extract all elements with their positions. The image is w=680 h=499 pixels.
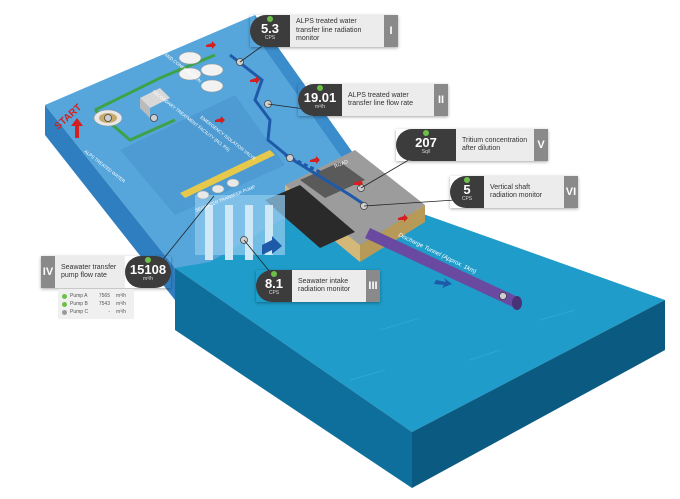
yellow-header xyxy=(180,150,275,198)
callout-unit: m³/h xyxy=(143,275,153,282)
pump-value: - xyxy=(108,309,110,315)
callout-value: 19.01 xyxy=(303,89,337,105)
pump-unit: m³/h xyxy=(116,301,126,307)
callout-value: 5 xyxy=(463,181,471,197)
pump-status-panel: Pump A 7565 m³/h Pump B 7543 m³/h Pump C… xyxy=(58,289,134,319)
pump-row: Pump A 7565 m³/h xyxy=(62,292,130,300)
callout-label: Seawater intake radiation monitor xyxy=(292,270,366,302)
callout-label: Tritium concentration after dilution xyxy=(456,129,534,161)
callout-value-box: 8.1 CPS xyxy=(256,270,292,302)
start-arrow-shaft xyxy=(75,124,79,138)
callout-value-box: 15108 m³/h xyxy=(125,256,171,288)
pump-value: 7543 xyxy=(98,301,110,307)
sea-front-face xyxy=(175,268,412,488)
status-dot xyxy=(317,85,323,91)
callout-number: VI xyxy=(564,176,578,208)
callout-vertical-shaft-monitor: 5 CPS Vertical shaft radiation monitor V… xyxy=(450,176,578,208)
status-dot xyxy=(271,271,277,277)
land-terrace xyxy=(120,95,285,215)
pump-pillars xyxy=(205,205,273,260)
quay-side xyxy=(360,205,425,262)
callout-seawater-pump-flow: IV Seawater transfer pump flow rate 1510… xyxy=(41,256,171,288)
gauge-markers xyxy=(104,58,507,300)
callout-number: I xyxy=(384,15,398,47)
callout-unit: CPS xyxy=(268,289,280,296)
pump-name: Pump B xyxy=(70,301,88,307)
sea-right-face xyxy=(412,300,665,488)
status-dot xyxy=(423,130,429,136)
callout-value-box: 207 Sq/l xyxy=(396,129,456,161)
callout-value: 207 xyxy=(415,134,437,150)
callout-unit: CPS xyxy=(264,34,276,41)
callout-number: V xyxy=(534,129,548,161)
callout-value-box: 5.3 CPS xyxy=(250,15,290,47)
callout-alps-flow-rate: 19.01 m³/h ALPS treated water transfer l… xyxy=(298,84,448,116)
pump-status-dot xyxy=(62,309,67,315)
status-dot xyxy=(464,177,470,183)
discharge-tunnel xyxy=(365,228,520,308)
leader-lines xyxy=(155,43,456,273)
callout-unit: Sq/l xyxy=(421,148,431,155)
callout-label: Vertical shaft radiation monitor xyxy=(484,176,564,208)
road-strip xyxy=(300,162,365,198)
callout-value-box: 19.01 m³/h xyxy=(298,84,342,116)
pump-name: Pump A xyxy=(70,293,88,299)
callout-number: III xyxy=(366,270,380,302)
callout-value: 15108 xyxy=(129,261,167,277)
callout-unit: CPS xyxy=(461,195,473,202)
sea-surface xyxy=(175,188,665,432)
status-dot xyxy=(267,16,273,22)
start-arrow-head xyxy=(71,118,83,126)
seawater-pumps xyxy=(196,178,240,200)
callout-alps-radiation-monitor: 5.3 CPS ALPS treated water transfer line… xyxy=(250,15,398,47)
dark-trench xyxy=(265,185,355,248)
tunnel-end xyxy=(512,296,522,310)
transfer-blue-pipe xyxy=(229,53,366,207)
callout-value-box: 5 CPS xyxy=(450,176,484,208)
pump-value: 7565 xyxy=(98,293,110,299)
red-flow-arrows xyxy=(206,41,408,222)
callout-number: II xyxy=(434,84,448,116)
callout-tritium-concentration: 207 Sq/l Tritium concentration after dil… xyxy=(396,129,548,161)
status-dot xyxy=(145,257,151,263)
callout-label: ALPS treated water transfer line radiati… xyxy=(290,15,384,47)
measurement-tanks xyxy=(178,51,224,93)
pump-name: Pump C xyxy=(70,309,89,315)
pump-status-dot xyxy=(62,301,67,307)
callout-value: 5.3 xyxy=(260,20,280,36)
callout-label: Seawater transfer pump flow rate xyxy=(55,256,125,288)
callout-label: ALPS treated water transfer line flow ra… xyxy=(342,84,434,116)
pump-row: Pump B 7543 m³/h xyxy=(62,300,130,308)
callout-number: IV xyxy=(41,256,55,288)
pump-row: Pump C - m³/h xyxy=(62,308,130,316)
secondary-facility xyxy=(140,88,170,118)
land-left-face xyxy=(45,105,175,300)
pump-unit: m³/h xyxy=(116,293,126,299)
callout-seawater-intake-monitor: 8.1 CPS Seawater intake radiation monito… xyxy=(256,270,380,302)
pump-status-dot xyxy=(62,293,67,299)
pump-unit: m³/h xyxy=(116,309,126,315)
callout-unit: m³/h xyxy=(315,103,325,110)
label-road: ROAD xyxy=(334,159,350,170)
intake-arrow xyxy=(262,236,282,255)
outflow-arrow xyxy=(434,278,452,288)
callout-value: 8.1 xyxy=(264,275,284,291)
